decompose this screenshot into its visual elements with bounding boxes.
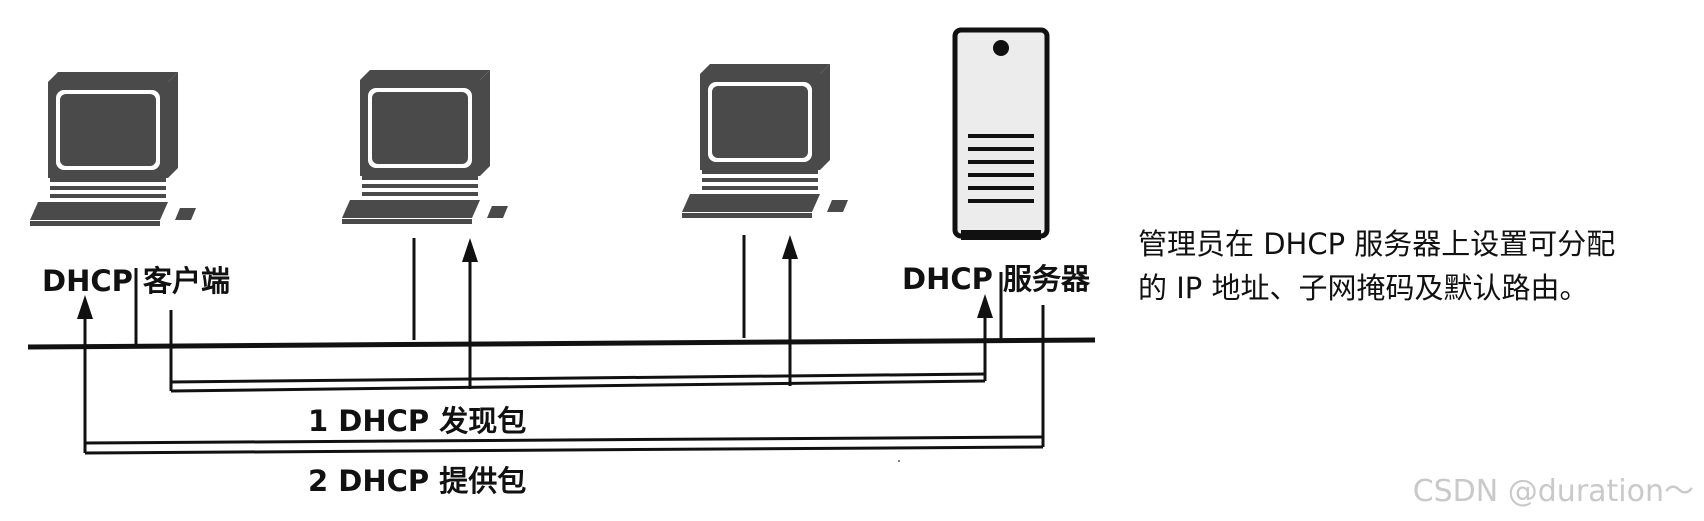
- client-computer-icon: [30, 72, 196, 226]
- discover-path: [171, 250, 985, 391]
- discover-arrow-pc3: [782, 235, 798, 259]
- offer-label: 2 DHCP 提供包: [308, 458, 526, 500]
- watermark: CSDN @duration～: [1413, 466, 1694, 510]
- network-bus-line: [28, 340, 1095, 347]
- pc-2-computer-icon: [342, 70, 508, 224]
- dhcp-server-icon: [955, 30, 1047, 240]
- admin-note-line-2: 的 IP 地址、子网掩码及默认路由。: [1138, 266, 1615, 310]
- discover-label: 1 DHCP 发现包: [308, 398, 526, 440]
- admin-note: 管理员在 DHCP 服务器上设置可分配 的 IP 地址、子网掩码及默认路由。: [1138, 222, 1615, 310]
- discover-arrow-pc2: [462, 238, 478, 262]
- client-label: DHCP 客户端: [42, 258, 230, 300]
- pc-3-computer-icon: [682, 64, 848, 218]
- admin-note-line-1: 管理员在 DHCP 服务器上设置可分配: [1138, 222, 1615, 266]
- server-label: DHCP 服务器: [902, 256, 1090, 298]
